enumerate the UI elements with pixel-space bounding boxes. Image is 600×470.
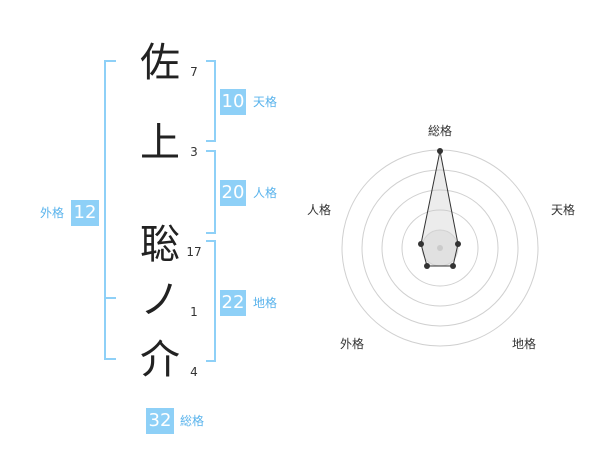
stroke-count-4: 1 (190, 305, 198, 319)
radar-label-chikaku: 地格 (511, 337, 536, 351)
stroke-count-2: 3 (190, 145, 198, 159)
stroke-count-3: 17 (186, 245, 202, 259)
chikaku-value: 22 (220, 290, 246, 316)
jinkaku-bracket (206, 150, 216, 234)
gaikaku-bracket-upper (104, 60, 116, 300)
gaikaku-bracket-lower (104, 298, 116, 360)
radar-center-dot (437, 245, 443, 251)
chikaku-bracket (206, 240, 216, 362)
radar-label-soukaku: 総格 (427, 124, 452, 138)
radar-point-soukaku (437, 148, 443, 154)
radar-polygon (420, 150, 459, 267)
stroke-count-5: 4 (190, 365, 198, 379)
gaikaku-bracket-divider (104, 297, 116, 299)
tenkaku-bracket (206, 60, 216, 142)
radar-ring-3 (361, 169, 519, 327)
name-char-2: 上 (140, 120, 180, 166)
radar-point-jinkaku (418, 241, 424, 247)
name-char-3: 聡 (140, 222, 180, 268)
radar-label-gaikaku: 外格 (339, 337, 364, 351)
name-char-1: 佐 (140, 40, 180, 86)
soukaku-label: 総格 (180, 414, 205, 428)
jinkaku-value: 20 (220, 180, 246, 206)
radar-point-chikaku (450, 263, 456, 269)
name-char-5: 介 (140, 337, 180, 383)
tenkaku-label: 天格 (253, 95, 278, 109)
jinkaku-label: 人格 (253, 186, 278, 200)
name-char-4: ノ (140, 277, 180, 323)
gaikaku-label: 外格 (40, 206, 65, 220)
tenkaku-value: 10 (220, 89, 246, 115)
stroke-count-1: 7 (190, 65, 198, 79)
radar-ring-2 (381, 189, 499, 307)
chikaku-label: 地格 (253, 296, 278, 310)
radar-chart (341, 148, 539, 347)
soukaku-value: 32 (146, 408, 174, 434)
radar-point-tenkaku (455, 241, 461, 247)
radar-ring-1 (401, 209, 479, 287)
radar-label-jinkaku: 人格 (306, 203, 331, 217)
radar-point-gaikaku (424, 263, 430, 269)
radar-label-tenkaku: 天格 (550, 203, 575, 217)
gaikaku-value: 12 (71, 200, 99, 226)
